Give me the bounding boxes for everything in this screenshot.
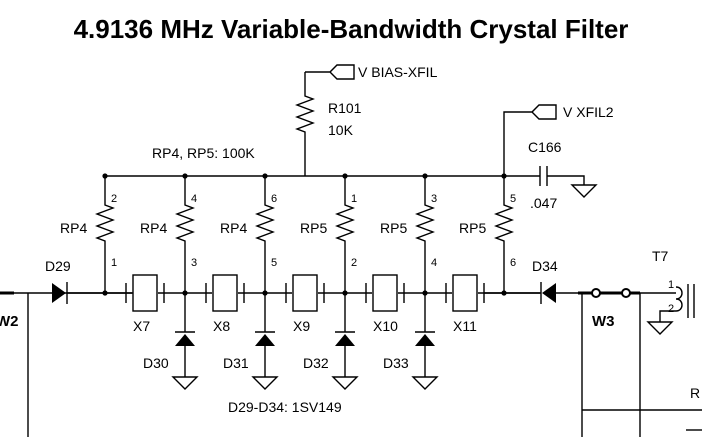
resistor-ref: RP4 xyxy=(60,220,87,236)
resistor-pin-bottom: 1 xyxy=(111,257,117,269)
varactor-ref: D32 xyxy=(303,355,329,371)
t7-pin1: 1 xyxy=(668,279,674,291)
junction-dot xyxy=(342,173,348,179)
w3-pad-right xyxy=(621,288,631,298)
d29-diode xyxy=(52,283,66,303)
junction-dot xyxy=(262,173,268,179)
resistor-ref: RP4 xyxy=(140,220,167,236)
w2-label: W2 xyxy=(0,313,19,330)
resistor-pin-top: 2 xyxy=(111,193,117,205)
diode-part-note: D29-D34: 1SV149 xyxy=(228,399,342,415)
crystal-x8 xyxy=(212,274,238,312)
resistor-pin-top: 3 xyxy=(431,193,437,205)
resistor-pin-top: 6 xyxy=(271,193,277,205)
crystal-x10 xyxy=(372,274,398,312)
crystal-ref: X7 xyxy=(133,318,150,334)
resistor-pin-bottom: 4 xyxy=(431,257,437,269)
varactor-wire xyxy=(411,293,439,390)
crystal-x7 xyxy=(132,274,158,312)
r101-resistor xyxy=(295,72,315,176)
crystal-x11 xyxy=(452,274,478,312)
varactor-wire xyxy=(251,293,279,390)
t7-ground xyxy=(646,321,674,335)
crystal-ladder: X7 X8 X9 X10 X11 xyxy=(67,274,541,334)
resistor-pin-bottom: 6 xyxy=(510,257,516,269)
t7-pin2: 2 xyxy=(668,303,674,315)
varactor-d32 xyxy=(335,334,355,346)
d34-diode xyxy=(542,283,556,303)
junction-dot xyxy=(102,173,108,179)
c166-value: .047 xyxy=(530,195,557,211)
resistor-pin-bottom: 5 xyxy=(271,257,277,269)
d34-ref: D34 xyxy=(532,258,558,274)
resistor-5 xyxy=(415,176,435,293)
rp-value-note: RP4, RP5: 100K xyxy=(152,145,255,161)
crystal-ref: X8 xyxy=(213,318,230,334)
resistor-pin-bottom: 3 xyxy=(191,257,197,269)
junction-dot xyxy=(182,173,188,179)
crystal-ref: X11 xyxy=(453,318,477,334)
resistor-pin-top: 1 xyxy=(351,193,357,205)
junction-dot xyxy=(501,173,507,179)
varactor-wire xyxy=(331,293,359,390)
resistor-1 xyxy=(95,176,115,293)
varactor-ref: D31 xyxy=(223,355,249,371)
resistor-4 xyxy=(335,176,355,293)
t7-ref: T7 xyxy=(652,248,669,264)
w3-label: W3 xyxy=(592,313,615,330)
r101-value: 10K xyxy=(328,122,354,138)
crystal-x9 xyxy=(292,274,318,312)
resistor-ref: RP5 xyxy=(380,220,407,236)
varactor-ref: D30 xyxy=(143,355,169,371)
resistor-pin-top: 4 xyxy=(191,193,197,205)
junction-dot xyxy=(422,173,428,179)
varactor-ref: D33 xyxy=(383,355,409,371)
varactor-d33 xyxy=(415,334,435,346)
resistor-ref: RP4 xyxy=(220,220,247,236)
c166-capacitor xyxy=(504,166,598,198)
resistor-3 xyxy=(255,176,275,293)
d29-ref: D29 xyxy=(45,258,71,274)
t7-primary xyxy=(640,286,683,322)
diagram-title: 4.9136 MHz Variable-Bandwidth Crystal Fi… xyxy=(73,14,629,44)
resistor-ref: RP5 xyxy=(300,220,327,236)
resistor-pin-bottom: 2 xyxy=(351,257,357,269)
xfil2-supply-flag xyxy=(503,104,557,176)
r101-ref: R101 xyxy=(328,100,362,116)
bias-supply-label: V BIAS-XFIL xyxy=(358,64,438,80)
w3-pad-left xyxy=(591,288,601,298)
varactor-wire xyxy=(171,293,199,390)
xfil2-supply-label: V XFIL2 xyxy=(563,104,614,120)
crystal-ref: X10 xyxy=(373,318,398,334)
resistor-2 xyxy=(175,176,195,293)
bias-supply-flag xyxy=(305,64,355,80)
c166-ref: C166 xyxy=(528,139,562,155)
partial-ref-label: R xyxy=(690,385,700,401)
varactor-d31 xyxy=(255,334,275,346)
resistor-pin-top: 5 xyxy=(510,193,516,205)
resistor-ref: RP5 xyxy=(459,220,486,236)
varactor-d30 xyxy=(175,334,195,346)
crystal-ref: X9 xyxy=(293,318,310,334)
varactor-group: D30 D31 D32 D33 xyxy=(143,293,439,390)
resistor-6 xyxy=(494,176,514,293)
